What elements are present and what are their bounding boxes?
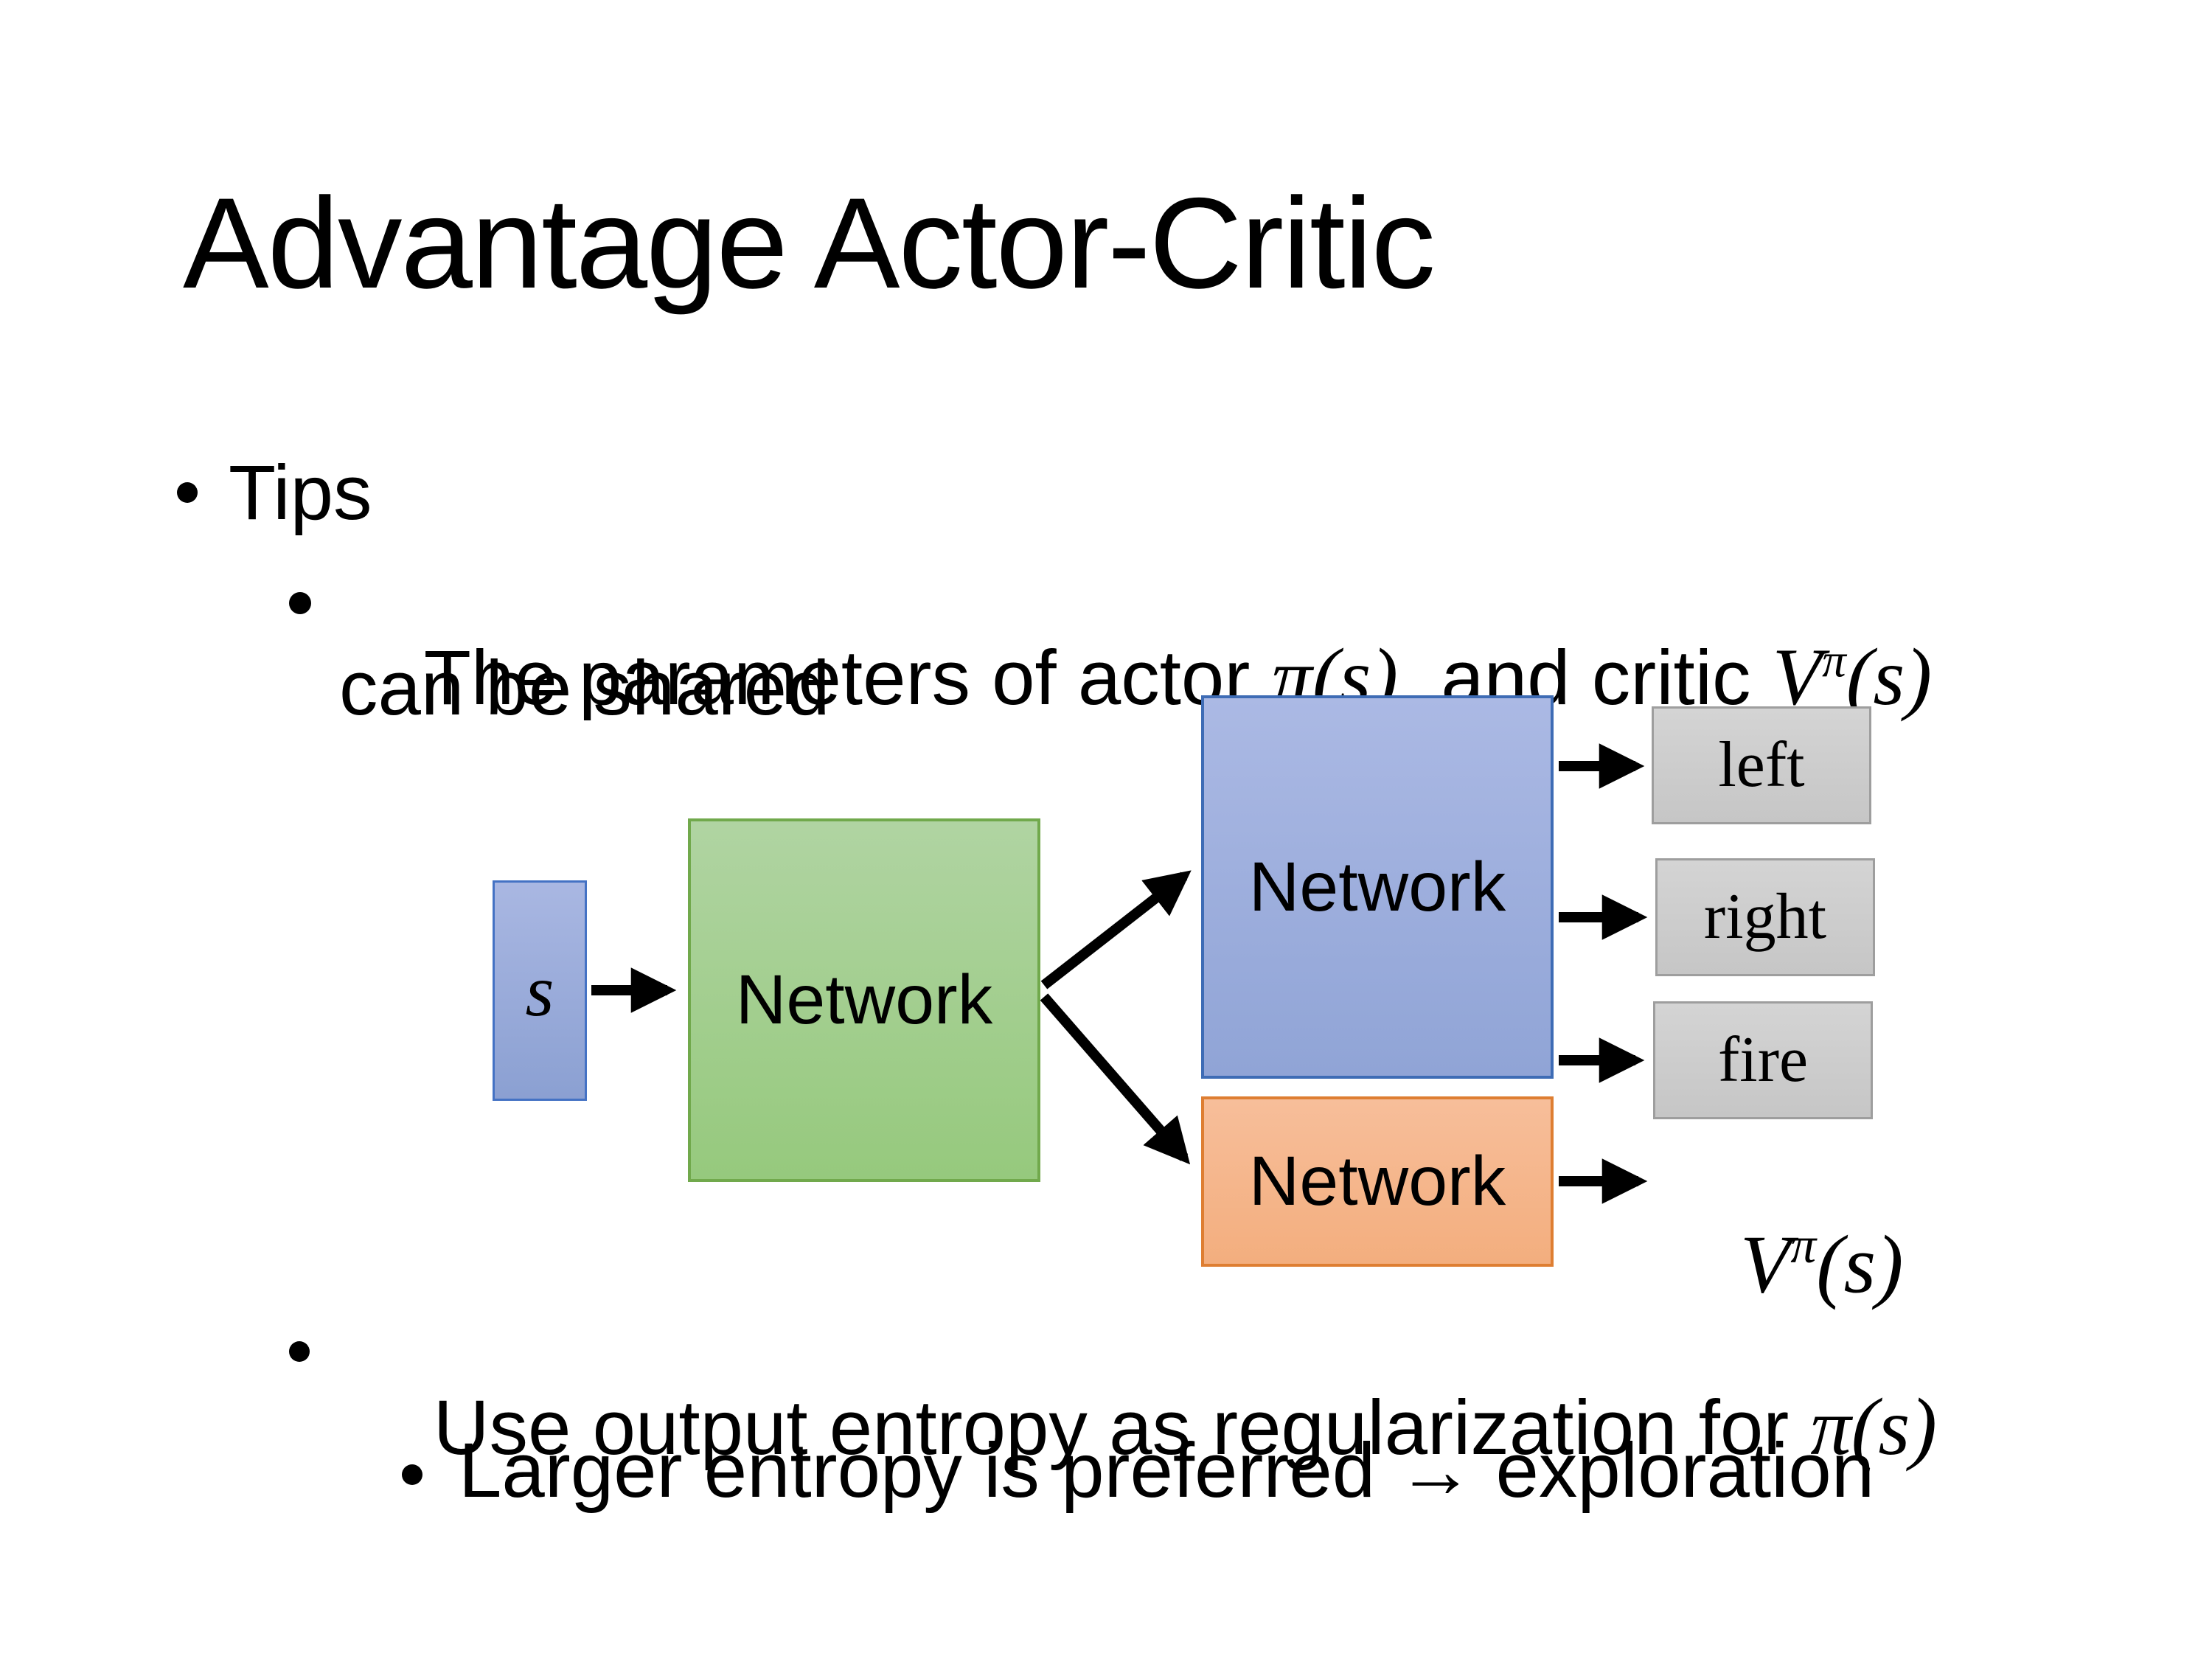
shared-network-label: Network bbox=[735, 961, 993, 1039]
state-box: s bbox=[493, 880, 587, 1101]
entropy-text-pre: Use output entropy as regularization for bbox=[433, 1385, 1811, 1471]
action-left-box: left bbox=[1652, 706, 1871, 824]
critic-network-label: Network bbox=[1248, 1142, 1506, 1220]
bullet-exploration: Larger entropy is preferred → exploratio… bbox=[459, 1427, 1875, 1514]
critic-arg-math: (s) bbox=[1846, 632, 1933, 722]
slide-title: Advantage Actor-Critic bbox=[183, 172, 1436, 316]
arrow-shared-to-actor bbox=[1040, 870, 1192, 990]
bullet-dot-exploration bbox=[402, 1464, 422, 1485]
actor-network-box: Network bbox=[1201, 695, 1554, 1079]
state-label: s bbox=[525, 950, 554, 1032]
bullet-dot-tips bbox=[177, 482, 198, 503]
action-fire-label: fire bbox=[1717, 1024, 1809, 1096]
critic-pi-superscript: π bbox=[1822, 634, 1846, 688]
value-arg: (s) bbox=[1816, 1219, 1904, 1311]
actor-network-label: Network bbox=[1248, 847, 1506, 926]
value-pi-superscript: π bbox=[1790, 1217, 1817, 1274]
bullet-dot-entropy bbox=[289, 1341, 310, 1362]
value-V: V bbox=[1740, 1219, 1791, 1311]
action-left-label: left bbox=[1718, 729, 1805, 801]
bullet-tips: Tips bbox=[229, 450, 372, 536]
value-output-label: Vπ(s) bbox=[1658, 1138, 1903, 1388]
critic-V-math: V bbox=[1772, 632, 1823, 722]
action-right-box: right bbox=[1655, 858, 1875, 976]
critic-network-box: Network bbox=[1201, 1096, 1554, 1267]
bullet-parameters-line2: can be shared bbox=[339, 645, 830, 731]
action-right-label: right bbox=[1703, 881, 1827, 953]
bullet-dot-parameters bbox=[289, 592, 311, 614]
parameters-text-mid: and critic bbox=[1398, 635, 1773, 721]
bullet-entropy: Use output entropy as regularization for… bbox=[347, 1309, 1937, 1545]
shared-network-box: Network bbox=[688, 818, 1040, 1182]
parameters-text-pre: The parameters of actor bbox=[423, 635, 1272, 721]
arrow-shared-to-critic bbox=[1040, 993, 1191, 1165]
entropy-pi-math: π(s) bbox=[1810, 1382, 1937, 1472]
action-fire-box: fire bbox=[1653, 1001, 1873, 1119]
